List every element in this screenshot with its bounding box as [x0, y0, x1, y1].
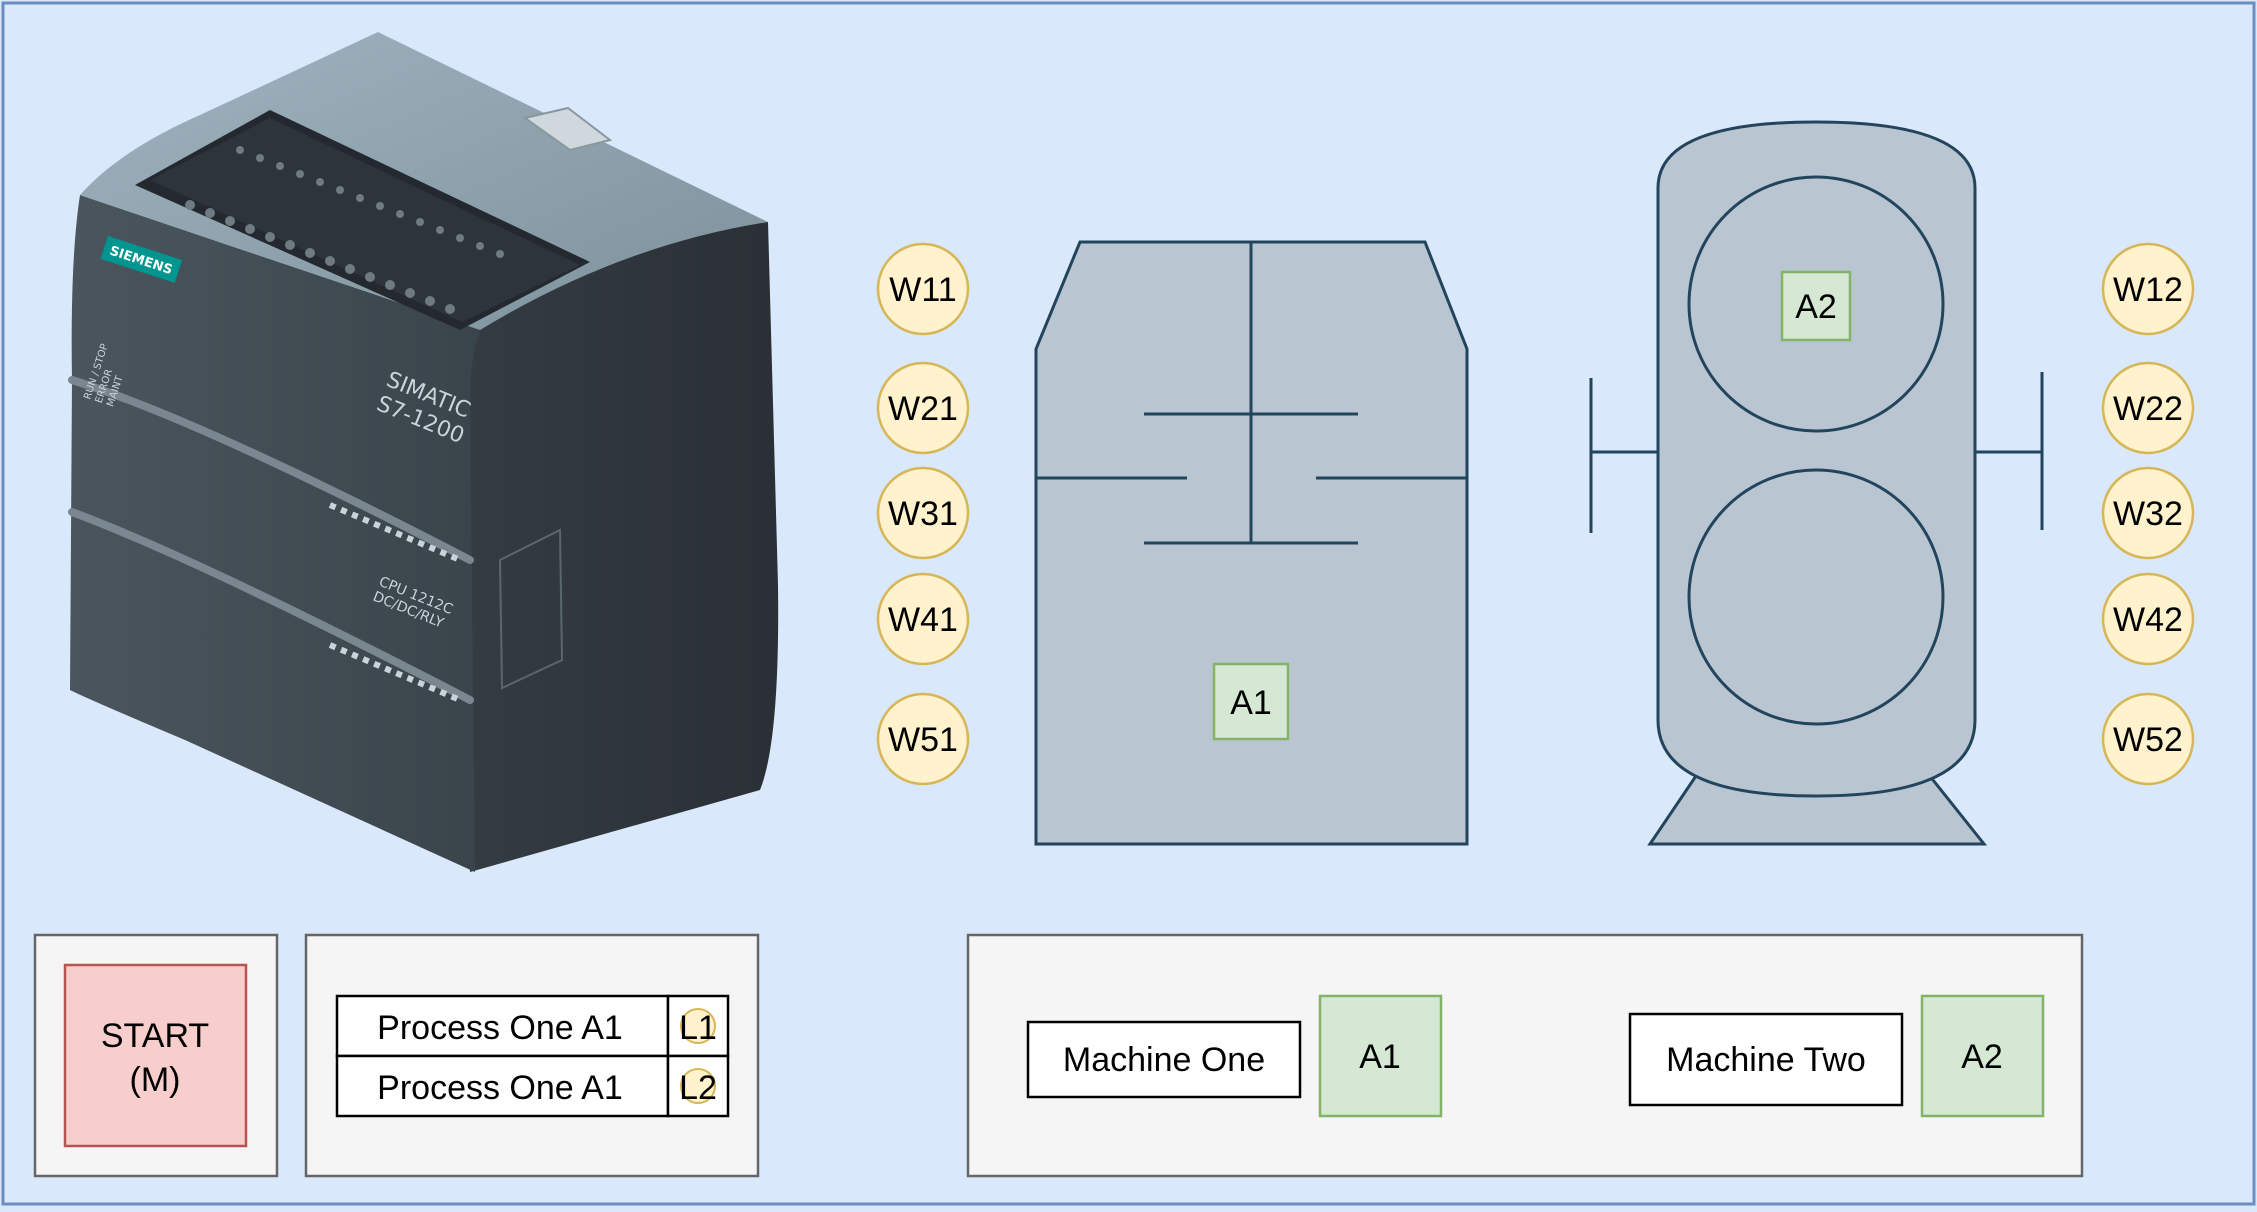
- lamp-label: L2: [679, 1069, 717, 1107]
- start-button[interactable]: START (M): [63, 963, 248, 1148]
- plc-front-panel: [70, 195, 480, 872]
- lamp-label: L1: [679, 1009, 717, 1047]
- machine-two-label-box: Machine Two: [1628, 1012, 1904, 1107]
- indicator-label: A1: [1230, 684, 1272, 722]
- lamp-label: W41: [888, 601, 958, 639]
- lamp-label: W32: [2113, 495, 2183, 533]
- start-button-sublabel: (M): [130, 1061, 181, 1099]
- plc-side-panel: [430, 222, 779, 872]
- table-row: Process One A1 L2: [335, 1054, 730, 1118]
- lamp-label: W42: [2113, 601, 2183, 639]
- lamp-label: W12: [2113, 271, 2183, 309]
- plc-top-cover: [80, 32, 768, 330]
- lamp-label: W21: [888, 390, 958, 428]
- lamp-w22[interactable]: W22: [2101, 361, 2195, 455]
- lamp-label: W22: [2113, 390, 2183, 428]
- plc-side-door: [498, 528, 564, 690]
- lamp-label: W11: [889, 271, 956, 309]
- machine-one-panel-indicator[interactable]: A1: [1318, 994, 1443, 1118]
- lamp-w11[interactable]: W11: [876, 242, 970, 336]
- indicator-a2[interactable]: A2: [1780, 270, 1852, 342]
- plc-top-connector: [522, 106, 613, 152]
- process-row-label: Process One A1: [377, 1009, 623, 1047]
- lamp-w41[interactable]: W41: [876, 572, 970, 666]
- lamp-label: W52: [2113, 721, 2183, 759]
- machine-two-equipment: A2: [1589, 120, 2044, 846]
- machine-one-equipment: A1: [1034, 240, 1469, 846]
- lamp-w21[interactable]: W21: [876, 361, 970, 455]
- indicator-label: A2: [1961, 1038, 2003, 1076]
- process-row-label: Process One A1: [377, 1069, 623, 1107]
- machine-two-panel-indicator[interactable]: A2: [1920, 994, 2045, 1118]
- tank-lower-chamber: [1687, 468, 1945, 726]
- indicator-a1[interactable]: A1: [1212, 662, 1290, 741]
- machine-one-label-box: Machine One: [1026, 1020, 1302, 1099]
- plc-terminal-screws: [185, 146, 504, 314]
- lamp-w51[interactable]: W51: [876, 692, 970, 786]
- machine-one-label: Machine One: [1063, 1041, 1265, 1079]
- indicator-label: A1: [1359, 1038, 1401, 1076]
- lamp-l2[interactable]: L2: [679, 1068, 717, 1107]
- process-table: Process One A1 L1 Process One A1 L2: [335, 994, 730, 1118]
- lamp-l1[interactable]: L1: [679, 1008, 717, 1047]
- lamp-w31[interactable]: W31: [876, 466, 970, 560]
- lamp-w32[interactable]: W32: [2101, 466, 2195, 560]
- plc-image: SIEMENS SIMATIC S7-1200 CPU 1212C DC/DC/…: [68, 32, 779, 872]
- lamp-label: W51: [888, 721, 958, 759]
- lamp-w52[interactable]: W52: [2101, 692, 2195, 786]
- start-button-label: START: [101, 1017, 209, 1055]
- indicator-label: A2: [1795, 288, 1837, 326]
- lamp-w12[interactable]: W12: [2101, 242, 2195, 336]
- lamp-w42[interactable]: W42: [2101, 572, 2195, 666]
- plc-status-labels: RUN / STOP ERROR MAINT: [82, 343, 125, 409]
- lamp-label: W31: [888, 495, 958, 533]
- machine-two-label: Machine Two: [1666, 1041, 1866, 1079]
- table-row: Process One A1 L1: [335, 994, 730, 1058]
